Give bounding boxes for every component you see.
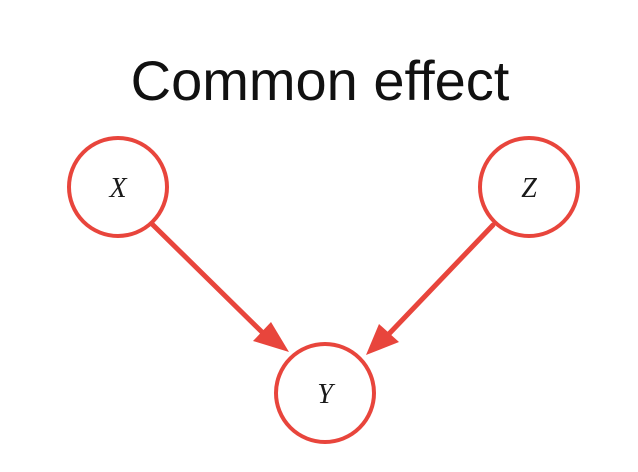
node-y: Y	[274, 342, 376, 444]
diagram-title: Common effect	[131, 49, 510, 112]
node-x-circle	[67, 136, 169, 238]
node-x: X	[67, 136, 169, 238]
node-z-label: Z	[521, 173, 537, 204]
node-z-circle	[478, 136, 580, 238]
arrowhead-z-to-y	[366, 324, 399, 355]
edge-z-to-y	[383, 222, 496, 340]
node-x-label: X	[108, 173, 127, 204]
edge-x-to-y	[149, 221, 269, 339]
edges	[149, 221, 496, 355]
node-y-label: Y	[317, 379, 336, 410]
node-z: Z	[478, 136, 580, 238]
node-y-circle	[274, 342, 376, 444]
arrowhead-x-to-y	[253, 322, 289, 352]
